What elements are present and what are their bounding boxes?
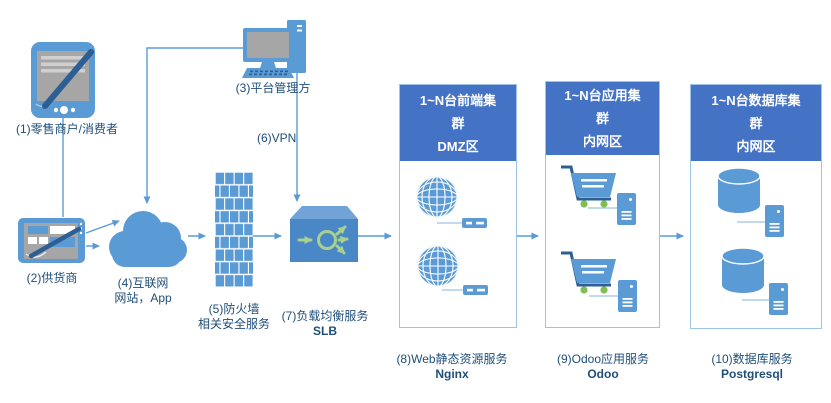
zone-db-title-line: 内网区 xyxy=(736,138,776,154)
server-tower-icon xyxy=(618,280,637,312)
zone-db-title-line: 1~N台数据库集 xyxy=(711,92,801,108)
stylus-pen-icon xyxy=(42,49,94,109)
database-cylinder-icon xyxy=(721,247,788,315)
label-odoo-app-service: (9)Odoo应用服务 Odoo xyxy=(556,352,650,381)
server-tower-icon xyxy=(617,193,636,225)
odoo-cart-server-icon xyxy=(559,251,637,312)
database-cylinder-icon xyxy=(717,167,784,237)
zone-dmz-title-line: DMZ区 xyxy=(437,138,479,154)
mobile-device-icon xyxy=(31,42,95,118)
pen-squiggle xyxy=(25,251,47,258)
server-tower-icon xyxy=(765,205,784,237)
internet-cloud-icon xyxy=(109,211,187,267)
label-nginx-web-service: (8)Web静态资源服务 Nginx xyxy=(396,352,508,381)
label-slb-load-balancer: (7)负载均衡服务 SLB xyxy=(281,309,369,338)
label-postgresql-db-service: (10)数据库服务 Postgresql xyxy=(711,352,793,381)
label-retail-consumers: (1)零售商户/消费者 xyxy=(15,122,118,136)
keyboard-icon xyxy=(242,68,294,78)
shopping-cart-icon xyxy=(559,165,618,210)
zone-app-title-line: 1~N台应用集 xyxy=(564,88,641,103)
desktop-computer-icon xyxy=(242,20,306,78)
web-server-globe-icon xyxy=(415,175,487,228)
server-tower-icon xyxy=(769,283,788,315)
zone-db-title-line: 群 xyxy=(749,115,763,131)
zone-db-header: 1~N台数据库集 群 内网区 xyxy=(691,85,821,161)
connectors xyxy=(62,47,684,250)
zone-dmz-title-line: 1~N台前端集 xyxy=(419,92,497,108)
label-internet-website-app: (4)互联网 网站，App xyxy=(114,276,172,305)
label-supplier: (2)供货商 xyxy=(26,271,78,285)
connector-platform-to-internet xyxy=(143,47,243,204)
load-balancer-icon xyxy=(290,206,358,262)
firewall-brick-wall-icon xyxy=(215,172,253,287)
zone-dmz-header: 1~N台前端集 群 DMZ区 xyxy=(400,85,516,161)
rack-server-icon xyxy=(462,218,487,228)
zone-dmz-title-line: 群 xyxy=(451,115,465,131)
label-firewall-security: (5)防火墙 相关安全服务 xyxy=(197,302,270,331)
web-server-globe-icon xyxy=(416,244,488,295)
zone-app-header: 1~N台应用集 群 内网区 xyxy=(546,82,659,155)
tablet-device-icon xyxy=(18,218,85,263)
stylus-pen-icon xyxy=(28,226,82,259)
load-balancer-arrows xyxy=(297,225,349,255)
rack-server-icon xyxy=(463,285,488,295)
shopping-cart-icon xyxy=(559,251,618,296)
label-vpn: (6)VPN xyxy=(257,131,297,145)
connector-supplier-to-internet-1 xyxy=(85,219,120,234)
zone-app-title-line: 群 xyxy=(595,111,609,126)
label-platform-admin: (3)平台管理方 xyxy=(235,81,311,95)
zone-app-title-line: 内网区 xyxy=(582,134,622,149)
odoo-cart-server-icon xyxy=(559,165,636,225)
zone-dmz-frontend-cluster: 1~N台前端集 群 DMZ区 xyxy=(399,84,517,328)
